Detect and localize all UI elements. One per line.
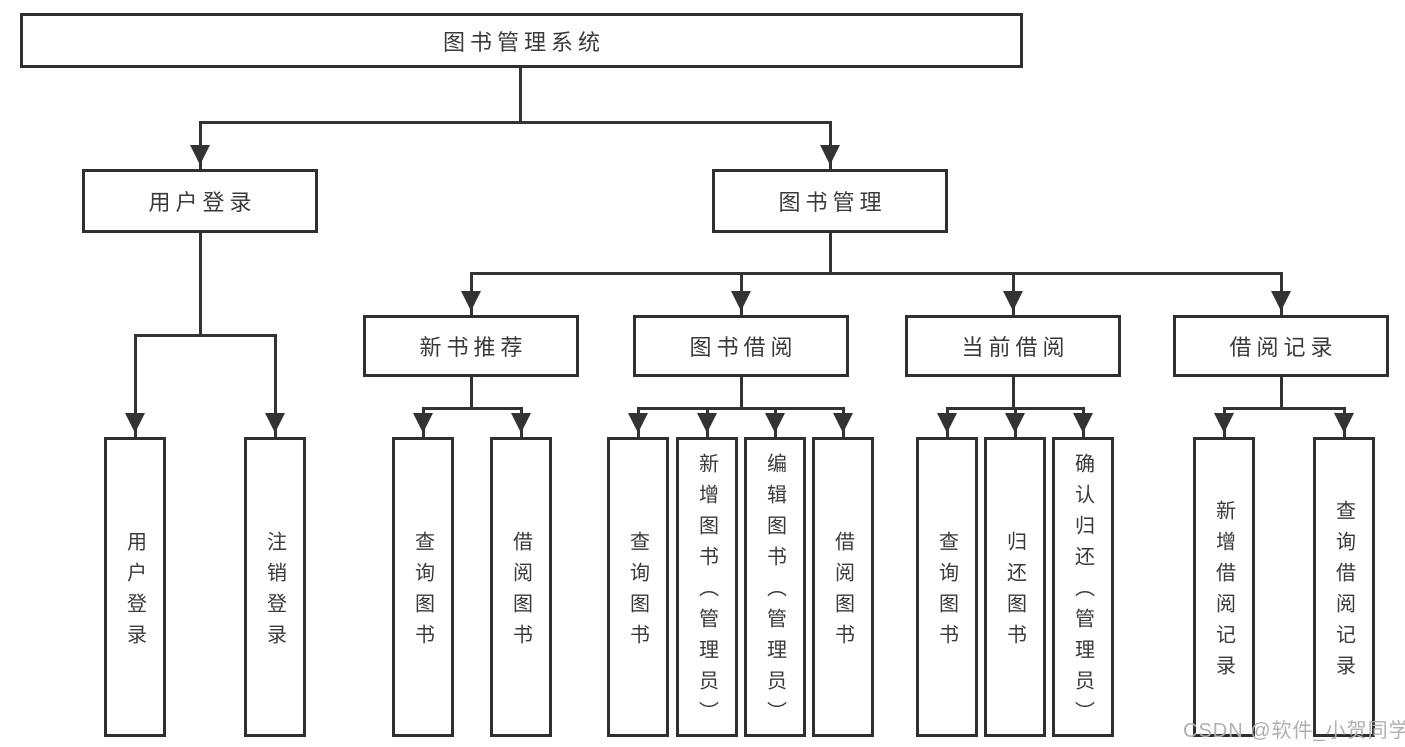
connector-line-v: [199, 233, 202, 334]
connector-line-h: [637, 407, 844, 410]
node-new-book-recommend-label: 新书推荐: [419, 335, 528, 360]
watermark: CSDN @软件_小贺同学: [1183, 720, 1405, 742]
leaf-query-borrow-record-label: 查询借阅记录: [1332, 499, 1355, 686]
node-book-management: 图书管理: [712, 169, 948, 233]
arrowhead-down-icon: [511, 413, 531, 433]
connector-line-h: [199, 121, 832, 124]
connector-line-h: [422, 407, 522, 410]
leaf-logout-label: 注销登录: [263, 530, 286, 655]
arrowhead-down-icon: [1005, 413, 1025, 433]
leaf-user-login-label: 用户登录: [123, 530, 146, 655]
leaf-add-books-admin: 新增图书（管理员）: [676, 437, 738, 737]
node-borrow-record: 借阅记录: [1173, 315, 1389, 377]
node-root: 图书管理系统: [20, 13, 1023, 68]
leaf-edit-books-admin: 编辑图书（管理员）: [744, 437, 806, 737]
node-book-borrow-label: 图书借阅: [689, 335, 798, 360]
node-user-login: 用户登录: [82, 169, 318, 233]
connector-line-v: [740, 377, 743, 407]
leaf-edit-books-admin-label: 编辑图书（管理员）: [763, 453, 786, 732]
leaf-query-books-1-label: 查询图书: [411, 530, 434, 655]
leaf-borrow-books-2-label: 借阅图书: [831, 530, 854, 655]
node-root-label: 图书管理系统: [442, 29, 605, 55]
node-user-login-label: 用户登录: [148, 190, 257, 215]
leaf-return-books-label: 归还图书: [1003, 530, 1026, 655]
node-current-borrow: 当前借阅: [905, 315, 1121, 377]
arrowhead-down-icon: [413, 413, 433, 433]
connector-line-h: [470, 272, 1282, 275]
connector-line-v: [1280, 377, 1283, 407]
arrowhead-down-icon: [833, 413, 853, 433]
connector-line-v: [274, 334, 277, 437]
leaf-user-login: 用户登录: [104, 437, 166, 737]
leaf-query-borrow-record: 查询借阅记录: [1313, 437, 1375, 737]
arrowhead-down-icon: [628, 413, 648, 433]
leaf-query-books-2-label: 查询图书: [626, 530, 649, 655]
leaf-query-books-3-label: 查询图书: [935, 530, 958, 655]
connector-line-v: [134, 334, 137, 437]
arrowhead-down-icon: [820, 145, 840, 165]
node-book-management-label: 图书管理: [778, 190, 887, 215]
arrowhead-down-icon: [1334, 413, 1354, 433]
node-current-borrow-label: 当前借阅: [961, 335, 1070, 360]
arrowhead-down-icon: [190, 145, 210, 165]
arrowhead-down-icon: [697, 413, 717, 433]
connector-line-v: [470, 377, 473, 407]
arrowhead-down-icon: [1073, 413, 1093, 433]
node-new-book-recommend: 新书推荐: [363, 315, 579, 377]
node-borrow-record-label: 借阅记录: [1229, 335, 1338, 360]
leaf-add-borrow-record-label: 新增借阅记录: [1212, 499, 1235, 686]
leaf-confirm-return-admin: 确认归还（管理员）: [1052, 437, 1114, 737]
node-book-borrow: 图书借阅: [633, 315, 849, 377]
connector-line-v: [1012, 377, 1015, 407]
leaf-borrow-books-1-label: 借阅图书: [509, 530, 532, 655]
arrowhead-down-icon: [1003, 291, 1023, 311]
leaf-query-books-1: 查询图书: [392, 437, 454, 737]
leaf-confirm-return-admin-label: 确认归还（管理员）: [1071, 453, 1094, 732]
leaf-add-borrow-record: 新增借阅记录: [1193, 437, 1255, 737]
leaf-return-books: 归还图书: [984, 437, 1046, 737]
arrowhead-down-icon: [461, 291, 481, 311]
arrowhead-down-icon: [1271, 291, 1291, 311]
connector-line-v: [829, 233, 832, 272]
leaf-logout: 注销登录: [244, 437, 306, 737]
connector-line-h: [1223, 407, 1345, 410]
arrowhead-down-icon: [265, 413, 285, 433]
arrowhead-down-icon: [1214, 413, 1234, 433]
leaf-add-books-admin-label: 新增图书（管理员）: [695, 453, 718, 732]
leaf-query-books-2: 查询图书: [607, 437, 669, 737]
leaf-borrow-books-1: 借阅图书: [490, 437, 552, 737]
leaf-borrow-books-2: 借阅图书: [812, 437, 874, 737]
arrowhead-down-icon: [765, 413, 785, 433]
arrowhead-down-icon: [125, 413, 145, 433]
arrowhead-down-icon: [731, 291, 751, 311]
connector-line-h: [134, 334, 276, 337]
leaf-query-books-3: 查询图书: [916, 437, 978, 737]
connector-line-v: [519, 68, 522, 121]
arrowhead-down-icon: [937, 413, 957, 433]
